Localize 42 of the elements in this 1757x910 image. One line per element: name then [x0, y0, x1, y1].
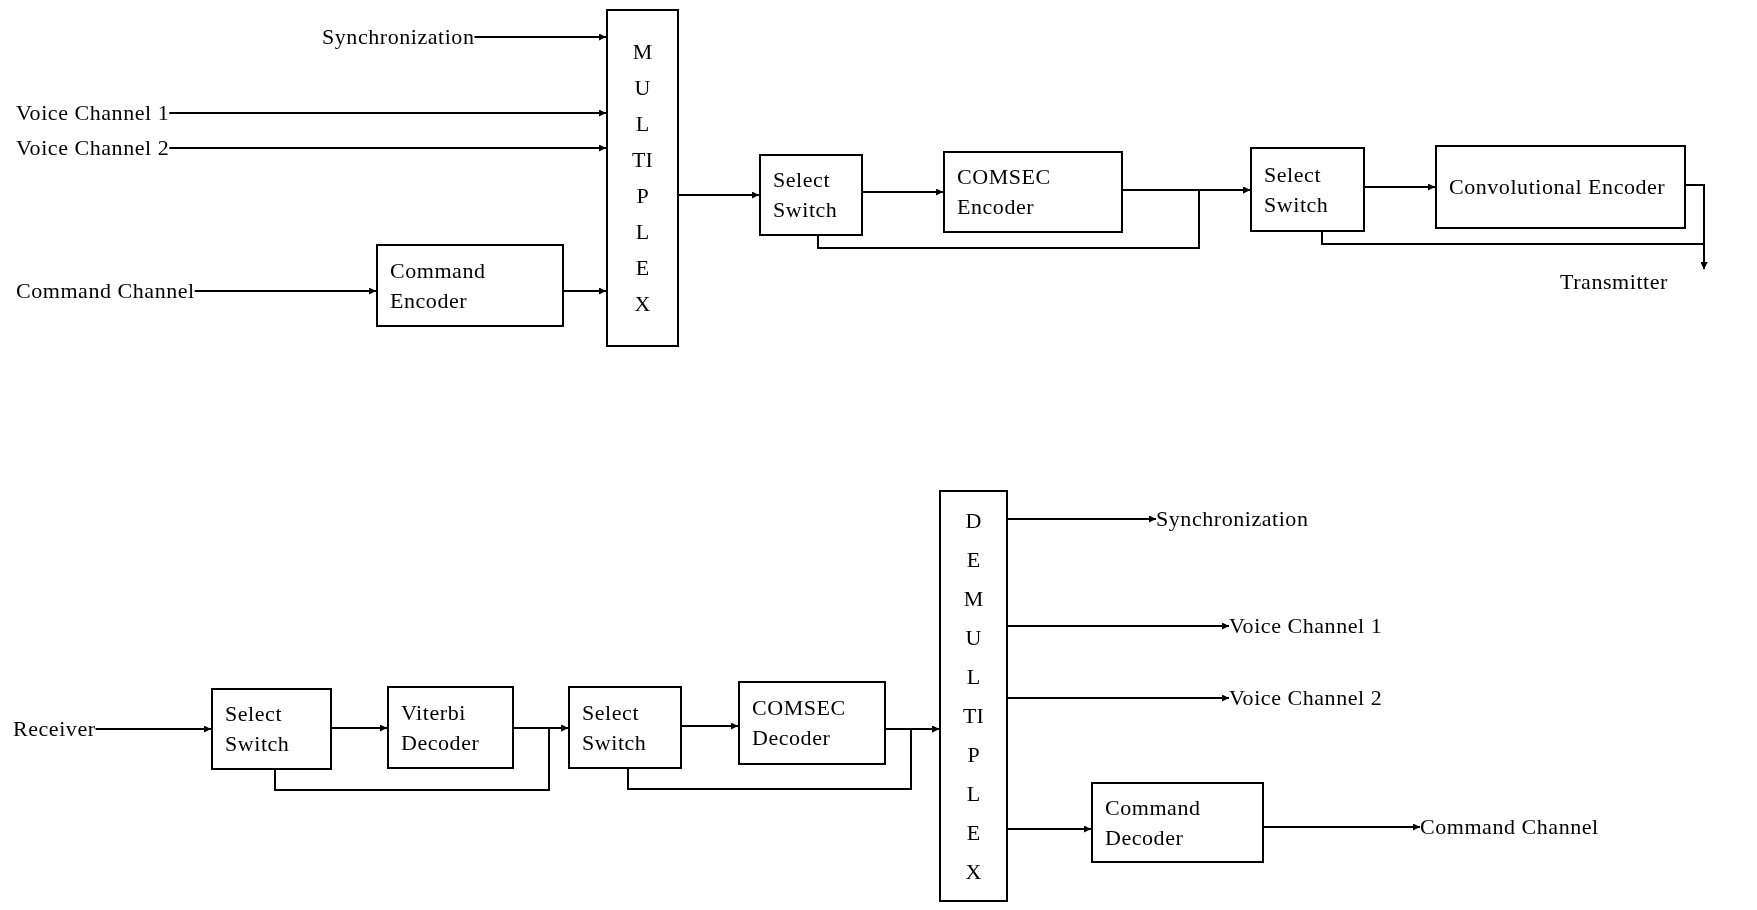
signal-label: Synchronization	[1156, 506, 1309, 532]
arrow	[1007, 694, 1230, 702]
arrow	[168, 144, 607, 152]
arrow	[274, 724, 569, 791]
arrow	[331, 724, 388, 732]
multiplexer-box: MULTIPLEX	[606, 9, 679, 347]
arrow	[473, 33, 607, 41]
arrow	[681, 722, 739, 730]
signal-label: Synchronization	[322, 24, 475, 50]
process-box: Select Switch	[759, 154, 863, 236]
arrow	[627, 725, 940, 790]
arrow	[1321, 231, 1708, 270]
arrow	[168, 109, 607, 117]
arrow	[193, 287, 377, 295]
signal-label: Voice Channel 1	[16, 100, 170, 126]
process-box: COMSEC Encoder	[943, 151, 1123, 233]
process-box: Convolutional Encoder	[1435, 145, 1686, 229]
arrow	[563, 287, 607, 295]
arrow	[862, 188, 944, 196]
arrow	[1007, 622, 1230, 630]
multiplexer-box: DEMULTIPLEX	[939, 490, 1008, 902]
arrow	[817, 186, 1251, 249]
process-box: Select Switch	[1250, 147, 1365, 232]
signal-label: Voice Channel 2	[1229, 685, 1383, 711]
arrow	[1007, 825, 1092, 833]
process-box: Select Switch	[211, 688, 332, 770]
arrow	[678, 191, 760, 199]
signal-label: Command Channel	[1420, 814, 1599, 840]
process-box: COMSEC Decoder	[738, 681, 886, 765]
arrow	[1263, 823, 1421, 831]
signal-label: Receiver	[13, 716, 96, 742]
signal-label: Command Channel	[16, 278, 195, 304]
process-box: Command Encoder	[376, 244, 564, 327]
process-box: Select Switch	[568, 686, 682, 769]
process-box: Command Decoder	[1091, 782, 1264, 863]
signal-label: Voice Channel 2	[16, 135, 170, 161]
signal-label: Voice Channel 1	[1229, 613, 1383, 639]
process-box: Viterbi Decoder	[387, 686, 514, 769]
arrow	[1007, 515, 1157, 523]
arrow	[94, 725, 212, 733]
signal-label: Transmitter	[1560, 269, 1668, 295]
arrow	[1364, 183, 1436, 191]
